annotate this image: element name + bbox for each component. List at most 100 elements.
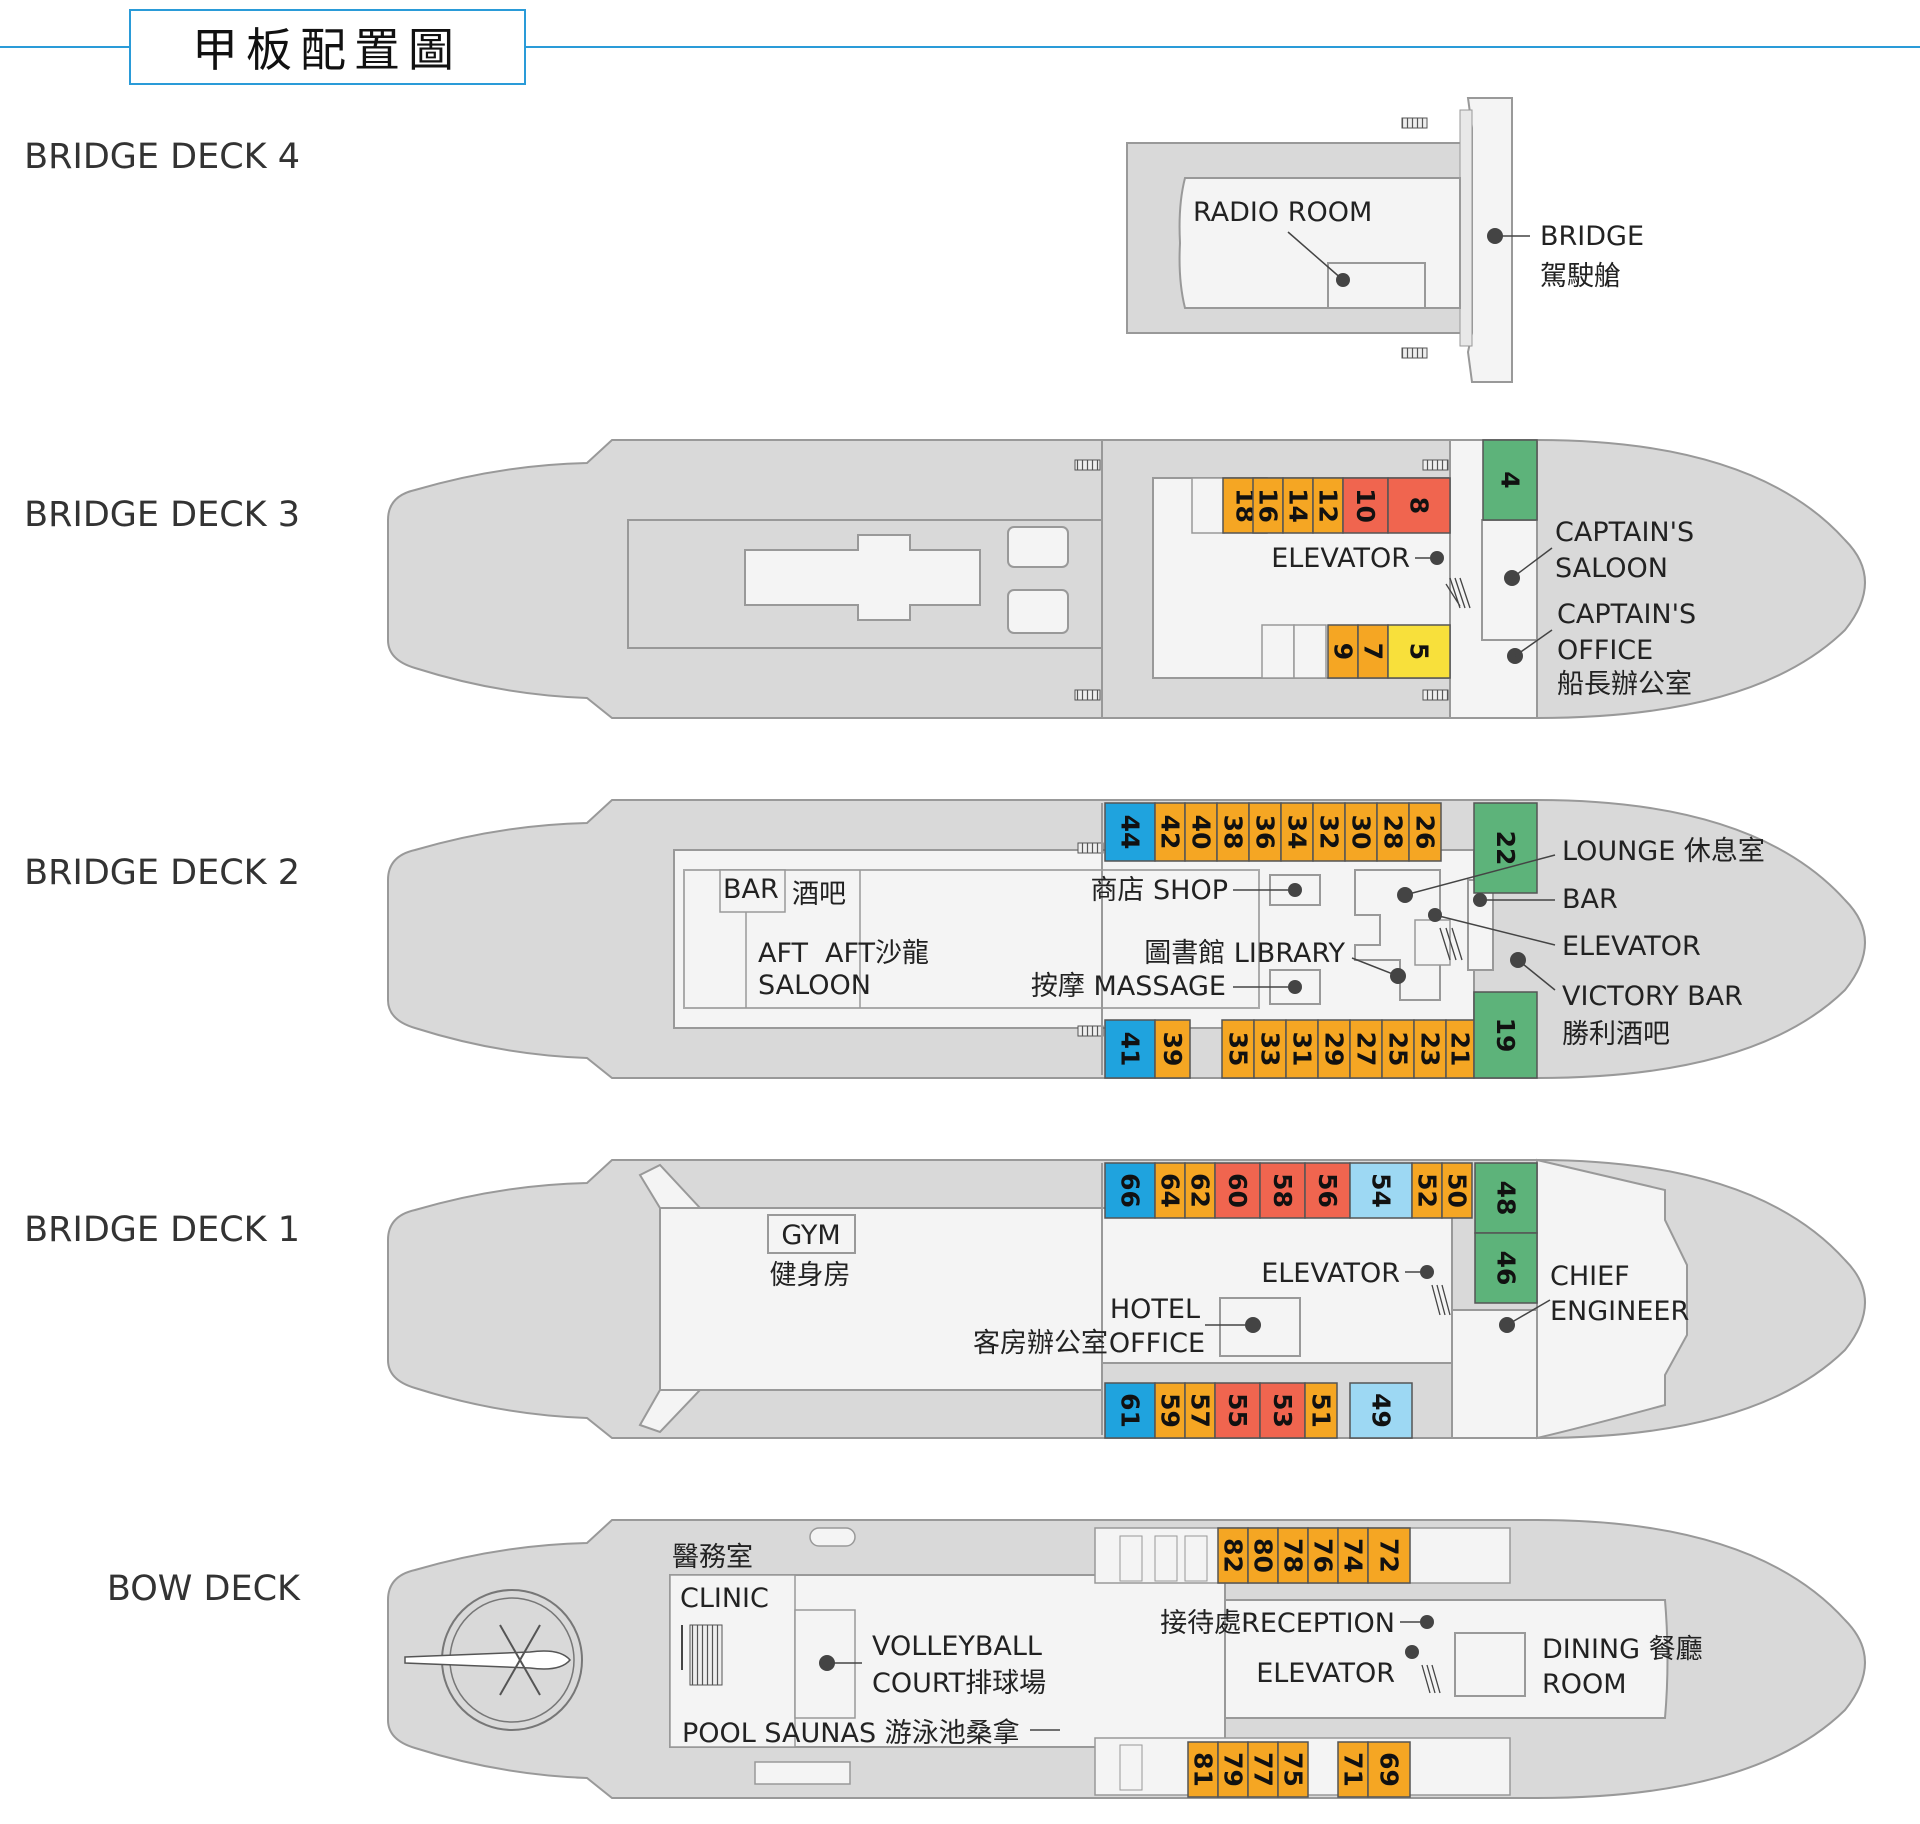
cabin-57-block [1184,1382,1216,1439]
chief-engineer-leader [1506,1299,1551,1326]
cabin-46-number: 46 [1492,1251,1521,1286]
label-volleyball: VOLLEYBALL [872,1631,1042,1662]
cabin-26-block [1408,802,1442,862]
deck2-stairs-icon [1439,927,1463,961]
cabin-71-number: 71 [1339,1752,1368,1787]
cabin-76-block [1307,1527,1339,1584]
label-shop: 商店 SHOP [1090,875,1228,906]
cabin-12-number: 12 [1314,488,1343,523]
deck4-bridge-band [1459,109,1473,347]
cabin-75-number: 75 [1279,1752,1308,1787]
cabin-80-number: 80 [1249,1538,1278,1573]
label-deck2-bar: BAR [723,874,779,905]
bow-berth-4 [1119,1744,1143,1791]
cabin-42-number: 42 [1156,815,1185,850]
cabin-28-number: 28 [1379,815,1408,850]
cabin-29-block [1317,1019,1351,1079]
deck3-stair-1 [1191,477,1225,534]
cabin-22-block [1473,802,1538,894]
bow-elevator-marker [1405,1645,1419,1659]
deck3-skylight [744,534,981,621]
cabin-23-number: 23 [1416,1032,1445,1067]
cabin-27-number: 27 [1352,1032,1381,1067]
label-clinic: CLINIC [680,1583,769,1614]
cabin-54-number: 54 [1367,1173,1396,1208]
cabin-44-block [1104,802,1156,862]
label-massage: 按摩 MASSAGE [1031,971,1226,1002]
label-lounge: LOUNGE 休息室 [1562,836,1765,867]
cabin-4-number: 4 [1496,471,1525,488]
deck3-vent-1 [1074,459,1101,471]
deck3-vent-3 [1074,689,1101,701]
cabin-10-block [1342,477,1389,534]
cabin-28-block [1376,802,1410,862]
title-box [129,9,526,85]
cabin-72-number: 72 [1375,1538,1404,1573]
label-captains-office-1: CAPTAIN'S [1557,599,1696,630]
deck4-vent-top [1401,117,1428,129]
label-bridge-zh: 駕駛艙 [1540,261,1621,292]
cabin-69-block [1367,1741,1411,1798]
bow-forward-interior [1224,1599,1669,1719]
label-clinic-zh: 醫務室 [672,1542,753,1573]
cabin-31-number: 31 [1288,1032,1317,1067]
cabin-48-block [1474,1162,1538,1234]
cabin-33-number: 33 [1256,1032,1285,1067]
deck-name-bow: BOW DECK [107,1569,301,1609]
label-dining-room: ROOM [1542,1669,1627,1700]
label-victory-bar: VICTORY BAR [1562,981,1743,1012]
cabin-54-block [1349,1162,1413,1219]
cabin-44-number: 44 [1116,815,1145,850]
label-victory-bar-zh: 勝利酒吧 [1562,1019,1670,1050]
cabin-60-block [1214,1162,1261,1219]
cabin-8-block [1387,477,1451,534]
cabin-14-block [1282,477,1314,534]
cabin-49-block [1349,1382,1413,1439]
cabin-8-number: 8 [1405,497,1434,514]
label-chief: CHIEF [1550,1261,1630,1292]
deck1-forward-rooms [1451,1309,1538,1439]
deck3-vent-4 [1422,689,1449,701]
lounge-leader [1404,854,1556,896]
cabin-39-block [1154,1019,1191,1079]
label-radio-room: RADIO ROOM [1193,197,1372,228]
cabin-40-number: 40 [1187,815,1216,850]
cabin-19-block [1473,991,1538,1079]
bow-berth-3 [1184,1535,1208,1582]
cabin-7-block [1357,624,1389,679]
cabin-79-block [1217,1741,1249,1798]
deck2-elevator-leader [1434,914,1556,946]
deck-name-bridge-2: BRIDGE DECK 2 [24,853,300,893]
label-library: 圖書館 LIBRARY [1144,938,1345,969]
deck3-hatch-1 [1007,526,1069,568]
label-deck3-elevator: ELEVATOR [1271,543,1410,574]
cabin-81-block [1187,1741,1219,1798]
cabin-72-block [1367,1527,1411,1584]
deck-name-bridge-1: BRIDGE DECK 1 [24,1210,300,1250]
deck1-aft-wing-top [638,1163,703,1209]
cabin-27-block [1349,1019,1383,1079]
deck3-stair-2 [1261,624,1295,679]
label-captains-saloon-1: CAPTAIN'S [1555,517,1694,548]
cabin-79-number: 79 [1219,1752,1248,1787]
cabin-25-number: 25 [1384,1032,1413,1067]
cabin-10-number: 10 [1351,488,1380,523]
reception-marker [1420,1615,1434,1629]
captains-office-leader [1514,629,1553,657]
cabin-34-number: 34 [1283,815,1312,850]
cabin-49-number: 49 [1367,1393,1396,1428]
label-captains-office-2: OFFICE [1557,635,1653,666]
deck2-bar-box [719,869,786,913]
cabin-5-number: 5 [1405,643,1434,660]
cabin-81-number: 81 [1189,1752,1218,1787]
cabin-58-number: 58 [1268,1173,1297,1208]
dining-room-box [1454,1632,1526,1697]
deck3-hatch-2 [1007,589,1069,634]
deck1-aft-wing-bottom [638,1389,703,1434]
